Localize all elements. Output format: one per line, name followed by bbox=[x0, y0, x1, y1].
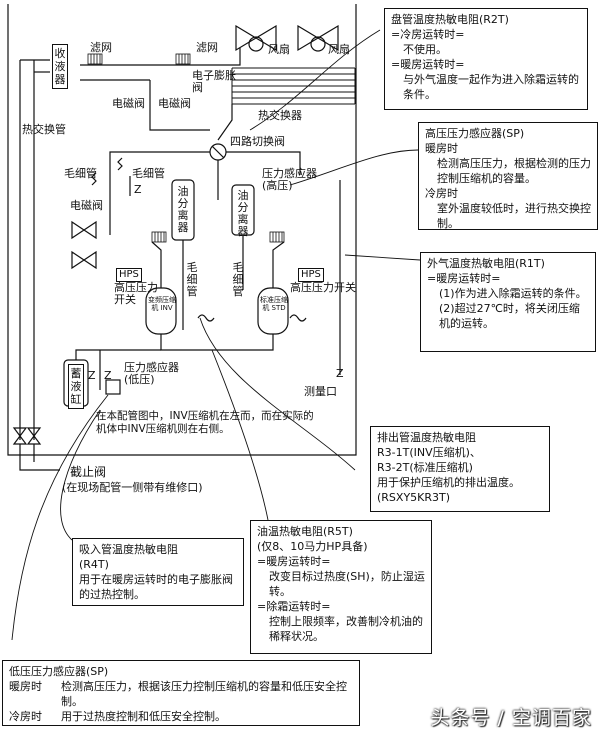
callout-sp-high-line3: 冷房时 bbox=[425, 187, 458, 200]
fan-1-label: 风扇 bbox=[268, 43, 290, 56]
capillary-3-label: 毛细管 bbox=[186, 261, 198, 298]
callout-r1t: 外气温度热敏电阻(R1T) =暖房运转时= (1)作为进入除霜运转的条件。 (2… bbox=[420, 252, 596, 352]
callout-r2t-line3: =暖房运转时= bbox=[391, 58, 465, 71]
fan-2-label: 风扇 bbox=[328, 43, 350, 56]
callout-sp-high: 高压压力感应器(SP) 暖房时 检测高压压力，根据检测的压力控制压缩机的容量。 … bbox=[418, 122, 598, 230]
callout-r5t-line4: =除霜运转时= bbox=[257, 600, 331, 613]
filter-grid-1 bbox=[151, 231, 167, 243]
callout-r5t-line2: =暖房运转时= bbox=[257, 555, 331, 568]
filter-2-label: 滤网 bbox=[196, 41, 218, 54]
callout-r4t-line1: (R4T) bbox=[79, 558, 109, 571]
callout-r3t-line1: R3-1T(INV压缩机)、 bbox=[377, 446, 481, 459]
heat-exchanger-label: 热交换器 bbox=[258, 109, 302, 122]
callout-r5t-title: 油温热敏电阻(R5T) bbox=[257, 525, 353, 538]
z-label-1: Z bbox=[134, 183, 142, 196]
callout-sp-low-key1: 暖房时 bbox=[9, 680, 42, 693]
oil-separator-2-label: 油分离器 bbox=[237, 189, 249, 238]
callout-sp-low-val2: 用于过热度控制和低压安全控制。 bbox=[61, 710, 226, 723]
callout-r3t-title: 排出管温度热敏电阻 bbox=[377, 431, 476, 444]
callout-sp-low: 低压压力感应器(SP) 暖房时 检测高压压力，根据该压力控制压缩机的容量和低压安… bbox=[2, 660, 360, 726]
watermark: 头条号 / 空调百家 bbox=[430, 707, 592, 729]
callout-r5t: 油温热敏电阻(R5T) (仅8、10马力HP具备) =暖房运转时= 改变目标过热… bbox=[250, 520, 432, 654]
four-way-valve-label: 四路切换阀 bbox=[230, 135, 285, 148]
callout-r5t-line3: 改变目标过热度(SH)，防止湿运转。 bbox=[269, 570, 425, 598]
capillary-4-label: 毛细管 bbox=[232, 261, 244, 298]
callout-r1t-line3: (2)超过27℃时，将关闭压缩机的运转。 bbox=[439, 302, 580, 330]
callout-r4t-line2: 用于在暖房运转时的电子膨胀阀的过热控制。 bbox=[79, 573, 233, 601]
pressure-sensor-low-label: 压力感应器(低压) bbox=[124, 361, 179, 386]
callout-sp-low-key2: 冷房时 bbox=[9, 710, 42, 723]
callout-sp-high-title: 高压压力感应器(SP) bbox=[425, 127, 525, 140]
capillary-2-label: 毛细管 bbox=[132, 167, 165, 180]
solenoid-valve-3-label: 电磁阀 bbox=[70, 199, 103, 212]
stop-valve-note: (在现场配管一侧带有维修口) bbox=[62, 481, 203, 494]
filter-grid-3 bbox=[87, 53, 103, 65]
callout-r5t-line5: 控制上限频率，改善制冷机油的稀释状况。 bbox=[269, 615, 423, 643]
callout-r5t-line1: (仅8、10马力HP具备) bbox=[257, 540, 368, 553]
pressure-sensor-high-label: 压力感应器(高压) bbox=[262, 167, 317, 192]
measure-port-label: 测量口 bbox=[304, 385, 337, 398]
hps-2-badge: HPS bbox=[298, 268, 324, 282]
heat-exchange-pipe-label: 热交换管 bbox=[22, 123, 66, 136]
filter-grid-4 bbox=[175, 53, 191, 65]
accumulator-label: 蓄液缸 bbox=[68, 364, 84, 409]
callout-sp-high-line4: 室外温度较低时，进行热交换控制。 bbox=[437, 202, 591, 230]
callout-r4t-title: 吸入管温度热敏电阻 bbox=[79, 543, 178, 556]
inv-compressor-label: 变频压缩机 INV bbox=[148, 296, 176, 312]
callout-leader-lines bbox=[11, 29, 421, 641]
stop-valve-symbols bbox=[12, 427, 42, 445]
callout-r2t-line1: =冷房运转时= bbox=[391, 28, 465, 41]
solenoid-valve-1-label: 电磁阀 bbox=[112, 97, 145, 110]
heat-exchanger-coil bbox=[231, 67, 356, 105]
hps-1-badge: HPS bbox=[116, 268, 142, 282]
callout-sp-high-line2: 检测高压压力，根据检测的压力控制压缩机的容量。 bbox=[437, 157, 591, 185]
fan-2-symbol bbox=[297, 24, 339, 52]
pressure-switch-2-label: 高压压力开关 bbox=[290, 281, 356, 294]
filter-1-label: 滤网 bbox=[90, 41, 112, 54]
filter-grid-2 bbox=[269, 231, 285, 243]
capillary-1-label: 毛细管 bbox=[64, 167, 97, 180]
receiver-label: 收液器 bbox=[52, 44, 68, 89]
z-label-2: Z bbox=[88, 369, 96, 382]
callout-r3t: 排出管温度热敏电阻 R3-1T(INV压缩机)、 R3-2T(标准压缩机) 用于… bbox=[370, 426, 550, 512]
callout-r2t-title: 盘管温度热敏电阻(R2T) bbox=[391, 13, 509, 26]
solenoid-valve-2-label: 电磁阀 bbox=[158, 97, 191, 110]
z-label-3: Z bbox=[104, 369, 112, 382]
z-label-4: Z bbox=[336, 367, 344, 380]
callout-r1t-line1: =暖房运转时= bbox=[427, 272, 501, 285]
electronic-expansion-valve-label: 电子膨胀阀 bbox=[192, 69, 236, 94]
callout-sp-low-val1: 检测高压压力，根据该压力控制压缩机的容量和低压安全控制。 bbox=[61, 680, 347, 708]
stop-valve-label: 截止阀 bbox=[70, 465, 107, 479]
layout-note-text: 在本配管图中，INV压缩机在左而，而在实际的机体中INV压缩机则在右侧。 bbox=[96, 410, 314, 435]
callout-r2t-line2: 不使用。 bbox=[403, 43, 447, 56]
solenoid-valves-left bbox=[71, 220, 97, 270]
callout-r2t-line4: 与外气温度一起作为进入除霜运转的条件。 bbox=[403, 73, 579, 101]
oil-separator-1-label: 油分离器 bbox=[177, 185, 189, 234]
fan-1-symbol bbox=[235, 24, 277, 52]
callout-r3t-line2: R3-2T(标准压缩机) bbox=[377, 461, 473, 474]
callout-sp-high-line1: 暖房时 bbox=[425, 142, 458, 155]
callout-r2t: 盘管温度热敏电阻(R2T) =冷房运转时= 不使用。 =暖房运转时= 与外气温度… bbox=[384, 8, 588, 110]
std-compressor-label: 标准压缩机 STD bbox=[260, 296, 288, 312]
callout-r4t: 吸入管温度热敏电阻 (R4T) 用于在暖房运转时的电子膨胀阀的过热控制。 bbox=[72, 538, 244, 606]
callout-r1t-title: 外气温度热敏电阻(R1T) bbox=[427, 257, 545, 270]
low-pressure-sensor-symbol bbox=[105, 379, 121, 395]
callout-sp-low-title: 低压压力感应器(SP) bbox=[9, 665, 109, 678]
pressure-switch-1-label: 高压压力开关 bbox=[114, 281, 158, 306]
callout-r1t-line2: (1)作为进入除霜运转的条件。 bbox=[439, 287, 587, 300]
callout-r3t-line3: 用于保护压缩机的排出温度。(RSXY5KR3T) bbox=[377, 476, 520, 504]
